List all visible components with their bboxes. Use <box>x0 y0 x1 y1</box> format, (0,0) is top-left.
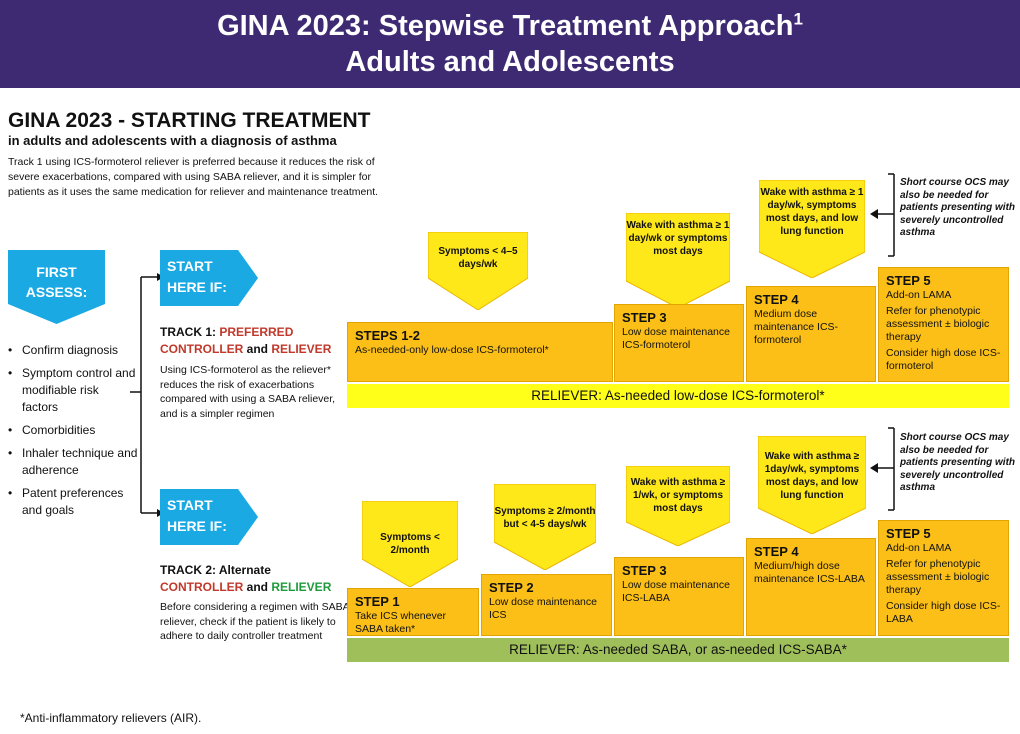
assess-item: Inhaler technique and adherence <box>8 445 138 479</box>
start-here-line2: HERE IF: <box>167 518 227 534</box>
section-title: GINA 2023 - STARTING TREATMENT <box>8 109 371 132</box>
banner-title-line2: Adults and Adolescents <box>345 46 675 78</box>
track2-step-2: STEP 2 Low dose maintenance ICS <box>481 574 612 636</box>
step-line: As-needed-only low-dose ICS-formoterol* <box>355 344 549 356</box>
track1-prefix: TRACK 1: <box>160 325 220 339</box>
start-here-arrow-track2: START HERE IF: <box>160 489 258 545</box>
step-title: STEP 3 <box>622 563 667 578</box>
title-banner: GINA 2023: Stepwise Treatment Approach1 … <box>0 0 1020 88</box>
assess-item: Comorbidities <box>8 422 138 439</box>
banner-superscript: 1 <box>793 9 803 29</box>
track2-alternate: Alternate <box>218 563 271 577</box>
callout-text: Wake with asthma ≥ 1 day/wk or symptoms … <box>626 220 730 257</box>
step-line: Consider high dose ICS-LABA <box>886 600 1001 625</box>
step-title: STEP 2 <box>489 580 534 595</box>
step-line: Low dose maintenance ICS-formoterol <box>622 326 730 351</box>
step-line: Low dose maintenance ICS-LABA <box>622 579 730 604</box>
track2-reliever-bar: RELIEVER: As-needed SABA, or as-needed I… <box>347 638 1009 662</box>
callout-text: Symptoms < 2/month <box>380 532 440 556</box>
track1-step-1-2: STEPS 1-2 As-needed-only low-dose ICS-fo… <box>347 322 613 382</box>
right-arrow-shape <box>160 250 258 306</box>
start-here-line2: HERE IF: <box>167 279 227 295</box>
step-line: Refer for phenotypic assessment ± biolog… <box>886 558 990 596</box>
down-arrow-shape <box>8 250 105 324</box>
step-title: STEP 5 <box>886 273 931 288</box>
callout-text: Symptoms ≥ 2/month but < 4-5 days/wk <box>494 506 596 530</box>
first-assess-line2: ASSESS: <box>25 284 88 300</box>
track2-callout: Symptoms ≥ 2/month but < 4-5 days/wk <box>494 484 596 570</box>
step-line: Low dose maintenance ICS <box>489 596 597 621</box>
step-line: Consider high dose ICS-formoterol <box>886 347 1001 372</box>
ocs-note-bracket <box>870 427 895 511</box>
callout-text: Wake with asthma ≥ 1day/wk, symptoms mos… <box>764 451 860 501</box>
track1-controller: PREFERRED CONTROLLER <box>160 325 294 356</box>
callout-text: Wake with asthma ≥ 1/wk, or symptoms mos… <box>630 477 726 514</box>
callout-text: Symptoms < 4–5 days/wk <box>438 246 518 270</box>
first-assess-line1: FIRST <box>36 264 77 280</box>
track2-body: Before considering a regimen with SABA r… <box>160 601 350 642</box>
step-title: STEP 3 <box>622 310 667 325</box>
track1-reliever: RELIEVER <box>271 342 332 356</box>
track1-ocs-note: Short course OCS may also be needed for … <box>900 177 1016 238</box>
bracket-connector <box>130 273 164 517</box>
track2-and: and <box>243 580 272 594</box>
track2-step-4: STEP 4 Medium/high dose maintenance ICS-… <box>746 538 876 636</box>
track2-step-3: STEP 3 Low dose maintenance ICS-LABA <box>614 557 744 636</box>
track2-callout: Wake with asthma ≥ 1/wk, or symptoms mos… <box>626 466 730 546</box>
step-line: Take ICS whenever SABA taken* <box>355 610 447 635</box>
track1-reliever-bar: RELIEVER: As-needed low-dose ICS-formote… <box>347 384 1009 408</box>
track1-callout: Wake with asthma ≥ 1 day/wk or symptoms … <box>626 213 730 308</box>
step-title: STEPS 1-2 <box>355 328 421 343</box>
track1-step-3: STEP 3 Low dose maintenance ICS-formoter… <box>614 304 744 382</box>
step-line: Refer for phenotypic assessment ± biolog… <box>886 305 990 343</box>
first-assess-arrow: FIRST ASSESS: <box>8 250 105 324</box>
track1-step-5: STEP 5 Add-on LAMA Refer for phenotypic … <box>878 267 1009 382</box>
track2-step-5: STEP 5 Add-on LAMA Refer for phenotypic … <box>878 520 1009 636</box>
track2-step-1: STEP 1 Take ICS whenever SABA taken* <box>347 588 479 636</box>
assess-item: Symptom control and modifiable risk fact… <box>8 365 138 416</box>
assess-list: Confirm diagnosis Symptom control and mo… <box>8 342 138 525</box>
track1-and: and <box>243 342 272 356</box>
track1-callout: Wake with asthma ≥ 1 day/wk, symptoms mo… <box>759 180 865 278</box>
track2-ocs-note: Short course OCS may also be needed for … <box>900 432 1016 493</box>
intro-text: Track 1 using ICS-formoterol reliever is… <box>8 156 379 198</box>
track1-title: TRACK 1: PREFERRED CONTROLLER and RELIEV… <box>160 324 340 358</box>
track1-callout: Symptoms < 4–5 days/wk <box>428 232 528 310</box>
assess-item: Confirm diagnosis <box>8 342 138 359</box>
footnote: *Anti-inflammatory relievers (AIR). <box>20 711 202 725</box>
track2-controller: CONTROLLER <box>160 580 244 594</box>
step-line: Add-on LAMA <box>886 289 952 301</box>
track2-callout: Wake with asthma ≥ 1day/wk, symptoms mos… <box>758 436 866 534</box>
track1-body: Using ICS-formoterol as the reliever* re… <box>160 364 336 420</box>
start-here-line1: START <box>167 497 213 513</box>
start-here-line1: START <box>167 258 213 274</box>
step-title: STEP 1 <box>355 594 400 609</box>
track2-prefix: TRACK 2: <box>160 563 219 577</box>
track2-title: TRACK 2: Alternate CONTROLLER and RELIEV… <box>160 562 340 596</box>
step-line: Medium dose maintenance ICS-formoterol <box>754 308 839 346</box>
track2-callout: Symptoms < 2/month <box>362 501 458 587</box>
track1-step-4: STEP 4 Medium dose maintenance ICS-formo… <box>746 286 876 382</box>
banner-title-line1: GINA 2023: Stepwise Treatment Approach <box>217 10 794 42</box>
step-line: Add-on LAMA <box>886 542 952 554</box>
right-arrow-shape <box>160 489 258 545</box>
ocs-note-bracket <box>870 173 895 257</box>
step-title: STEP 4 <box>754 544 799 559</box>
assess-item: Patent preferences and goals <box>8 485 138 519</box>
section-subtitle: in adults and adolescents with a diagnos… <box>8 133 337 148</box>
step-title: STEP 5 <box>886 526 931 541</box>
track2-reliever: RELIEVER <box>271 580 332 594</box>
callout-text: Wake with asthma ≥ 1 day/wk, symptoms mo… <box>760 187 864 237</box>
step-line: Medium/high dose maintenance ICS-LABA <box>754 560 865 585</box>
step-title: STEP 4 <box>754 292 799 307</box>
start-here-arrow-track1: START HERE IF: <box>160 250 258 306</box>
